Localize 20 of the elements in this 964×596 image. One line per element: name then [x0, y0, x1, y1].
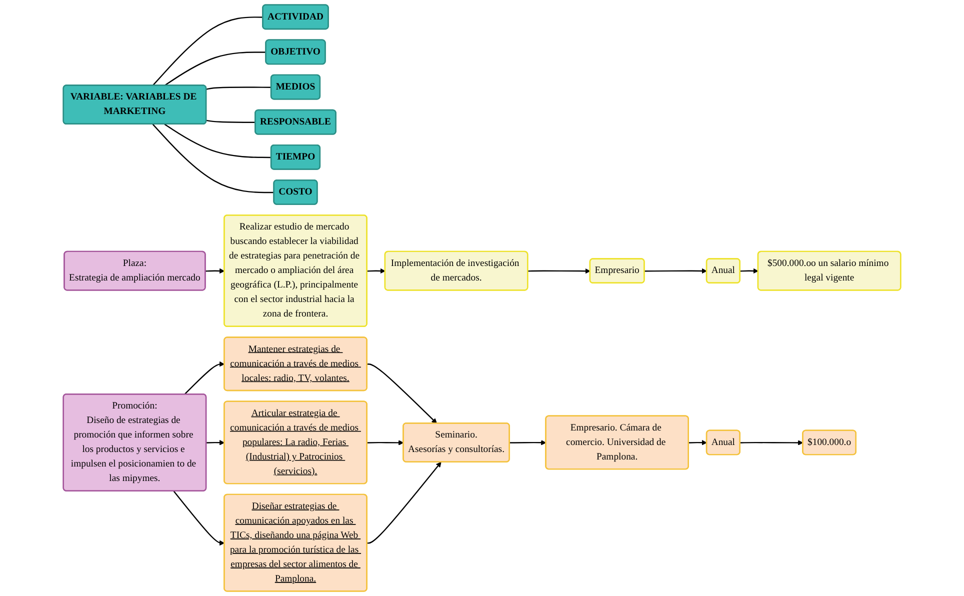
arrow [367, 462, 442, 544]
connector [206, 86, 272, 90]
connector [164, 52, 266, 86]
arrow [367, 364, 438, 424]
connector [152, 16, 264, 86]
connector [164, 124, 272, 158]
arrow [688, 440, 708, 446]
arrow [206, 440, 225, 446]
arrow [510, 440, 546, 446]
arrow [173, 490, 225, 546]
arrow [528, 268, 590, 274]
arrow [367, 268, 386, 274]
arrow [644, 268, 708, 274]
connector [152, 124, 274, 194]
arrow [740, 268, 759, 274]
arrow [740, 440, 804, 446]
arrow [205, 268, 225, 274]
arrow [367, 440, 404, 446]
connector [206, 120, 256, 123]
arrow [184, 361, 225, 395]
